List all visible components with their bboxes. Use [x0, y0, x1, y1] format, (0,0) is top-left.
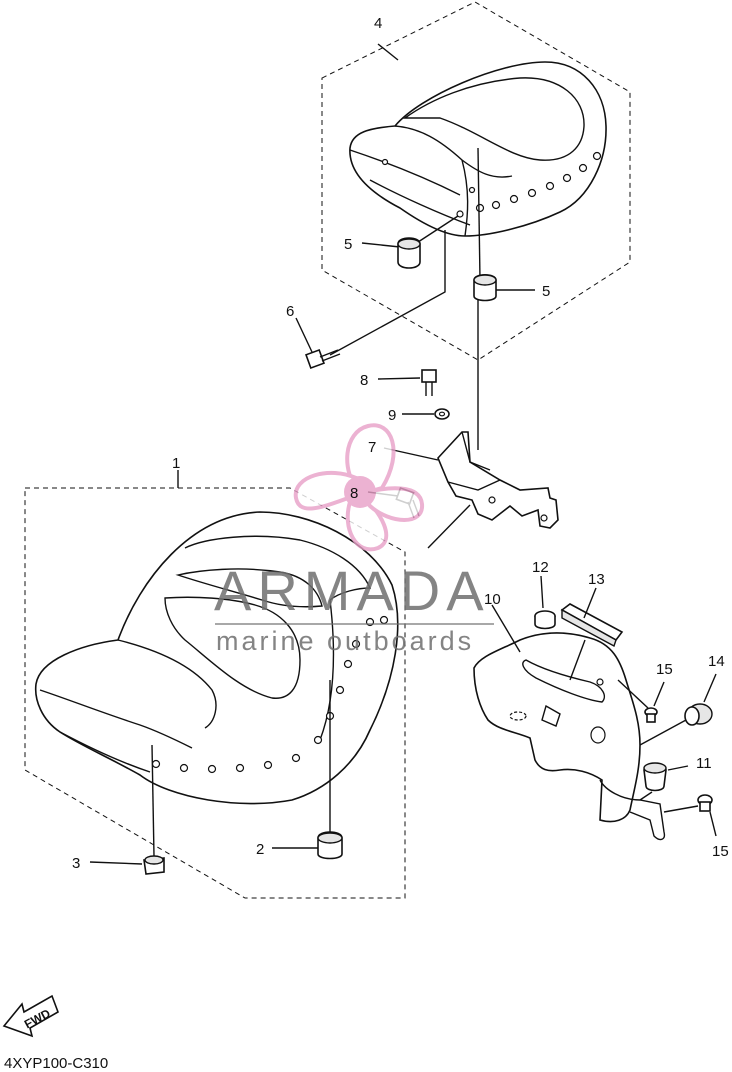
pad-fit-line [569, 639, 586, 681]
grommet-12 [534, 610, 556, 630]
leader-8a [377, 377, 421, 380]
passenger-seat-rivets [381, 151, 602, 218]
cap-11-fit-line [639, 791, 653, 801]
part-code: 4XYP100-C310 [4, 1055, 108, 1072]
callout-12: 12 [532, 559, 549, 576]
bracket-7 [437, 431, 559, 529]
leader-3 [89, 861, 143, 865]
leader-11 [667, 765, 689, 771]
leader-14 [703, 673, 717, 703]
damper-5a [397, 237, 421, 269]
callout-13: 13 [588, 571, 605, 588]
bolt-6-line [329, 230, 446, 356]
pad-13 [560, 603, 624, 648]
fwd-arrow: FWD [2, 994, 59, 1038]
leader-15a [653, 681, 665, 707]
leader-4 [377, 43, 399, 61]
callout-8a: 8 [360, 372, 368, 389]
armada-watermark: ARMADA marine outboards [214, 423, 494, 656]
callout-5b: 5 [542, 283, 550, 300]
grommet-14 [684, 703, 713, 726]
rider-seat-group-outline [24, 487, 406, 899]
rider-seat-rivets [151, 615, 389, 774]
callout-numbers: 4 5 5 6 8 9 7 8 1 10 12 13 15 14 11 15 3… [72, 15, 729, 872]
watermark-tagline: marine outboards [216, 626, 474, 656]
callout-5a: 5 [344, 236, 352, 253]
cover-10 [473, 632, 666, 841]
leader-10 [491, 604, 521, 653]
bolt-8-upper [421, 369, 437, 396]
leader-5a [361, 242, 401, 248]
callout-2: 2 [256, 841, 264, 858]
stud-line-3 [151, 744, 155, 857]
callout-10: 10 [484, 591, 501, 608]
callout-8b: 8 [350, 485, 358, 502]
damper-5b [473, 273, 497, 302]
bracket-to-seat-line [427, 504, 471, 549]
callout-15a: 15 [656, 661, 673, 678]
leader-6 [295, 317, 313, 353]
screw-15-fit-line [617, 679, 649, 709]
screw-15-upper [644, 707, 658, 723]
damper-2 [317, 831, 343, 860]
callout-1: 1 [172, 455, 180, 472]
grommet-14-fit-line [639, 719, 687, 746]
callout-11: 11 [696, 755, 712, 772]
callout-3: 3 [72, 855, 80, 872]
callout-7: 7 [368, 439, 376, 456]
rider-seat [34, 511, 399, 805]
callout-4: 4 [374, 15, 382, 32]
callout-9: 9 [388, 407, 396, 424]
callout-15b: 15 [712, 843, 729, 860]
stud-line-rear [477, 147, 481, 281]
screw-15b-fit-line [663, 805, 699, 813]
screw-15-lower [697, 794, 713, 812]
propeller-logo [293, 423, 425, 552]
leader-12 [540, 575, 544, 609]
leader-13 [583, 587, 597, 619]
bolt-6 [305, 349, 341, 369]
callout-6: 6 [286, 303, 294, 320]
watermark-brand: ARMADA [214, 559, 490, 622]
leader-15b [709, 811, 717, 837]
washer-9 [434, 408, 450, 420]
nut-3 [143, 855, 165, 875]
cap-11 [643, 762, 667, 792]
callout-14: 14 [708, 653, 725, 670]
